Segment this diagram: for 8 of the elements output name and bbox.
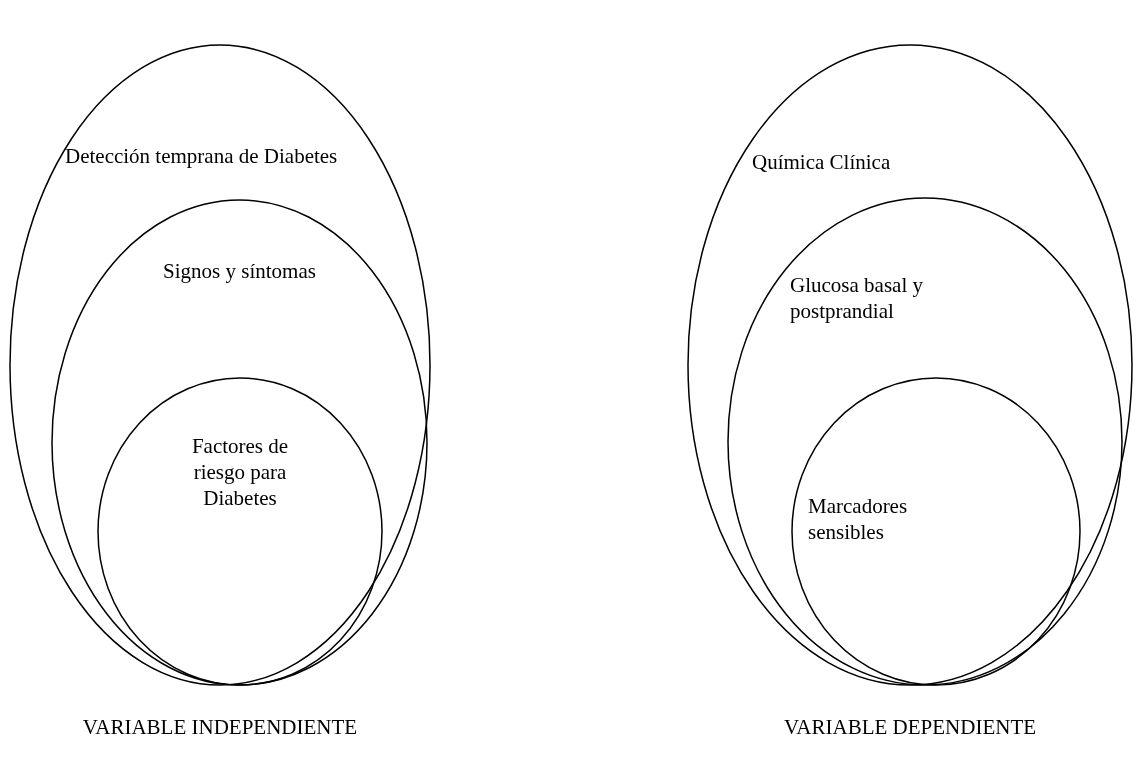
concept-label: Marcadores sensibles: [808, 493, 909, 545]
concept-label: Factores de riesgo para Diabetes: [190, 433, 290, 511]
concept-label: Glucosa basal y postprandial: [790, 272, 924, 324]
variable-caption: VARIABLE DEPENDIENTE: [782, 715, 1038, 740]
concept-label: Detección temprana de Diabetes: [65, 143, 339, 169]
concept-label: Signos y síntomas: [162, 258, 317, 284]
variable-caption: VARIABLE INDEPENDIENTE: [81, 715, 359, 740]
concept-label: Química Clínica: [752, 149, 892, 175]
